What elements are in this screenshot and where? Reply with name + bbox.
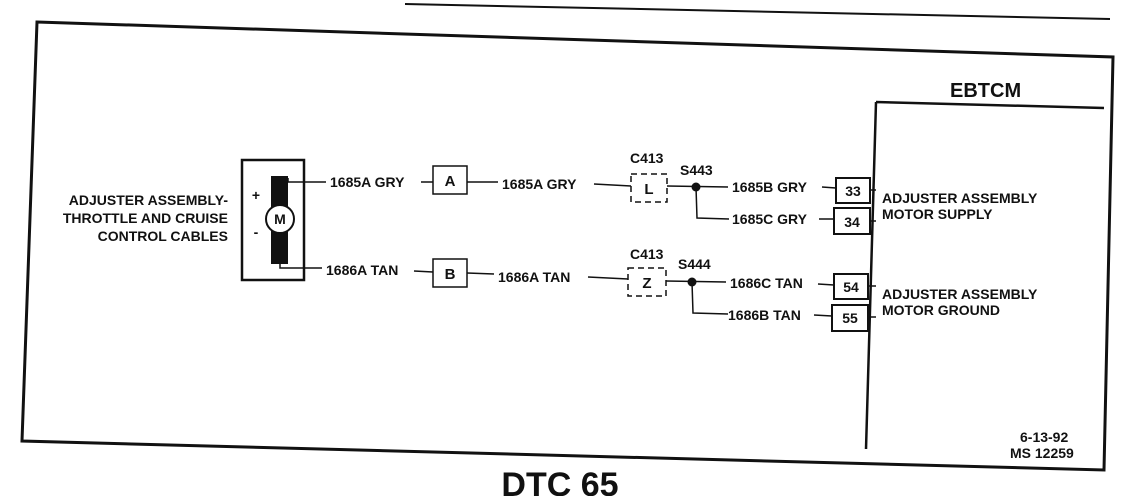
pin-33-box [835,177,871,204]
pin-55-label: 55 [842,310,858,326]
svg-text:MOTOR GROUND: MOTOR GROUND [882,302,1000,318]
pin-54-label: 54 [843,279,859,295]
motor-ground-label: ADJUSTER ASSEMBLY MOTOR GROUND [882,286,1038,318]
upper-circuit-wires [287,178,876,222]
pin-34-label: 34 [844,214,860,230]
diagram-frame [20,20,1115,472]
wire-1685a-gry-harness: 1685A GRY [502,176,577,192]
motor-plus-sign: + [252,187,260,203]
wire-1685a-gry-motor: 1685A GRY [330,174,405,190]
module-outline [864,100,1105,450]
wire-1685c-gry: 1685C GRY [732,211,808,227]
svg-text:ADJUSTER ASSEMBLY: ADJUSTER ASSEMBLY [882,190,1038,206]
connector-b-label: B [445,266,456,283]
pin-54-box [833,273,869,300]
c413-label-upper: C413 [630,150,664,166]
wire-1686a-tan-motor: 1686A TAN [326,262,398,278]
splice-s444-label: S444 [678,256,711,272]
svg-text:CONTROL CABLES: CONTROL CABLES [98,228,228,244]
c413-pin-l-label: L [644,181,653,198]
splice-s443-label: S443 [680,162,713,178]
connector-a-label: A [445,173,456,190]
motor-housing [240,158,306,282]
connector-a [432,165,468,195]
svg-text:MOTOR SUPPLY: MOTOR SUPPLY [882,206,993,222]
svg-text:THROTTLE AND CRUISE: THROTTLE AND CRUISE [63,210,228,226]
pin-33-label: 33 [845,183,861,199]
c413-label-lower: C413 [630,246,664,262]
module-title: EBTCM [950,80,1021,102]
splice-s444-dot [687,277,697,287]
motor-minus-sign: - [254,224,259,240]
c413-pin-z-label: Z [642,275,651,292]
c413-pin-z [627,267,667,297]
splice-s443-dot [691,182,701,192]
wire-1685b-gry: 1685B GRY [732,179,808,195]
motor-icon [265,204,295,234]
wire-1686b-tan: 1686B TAN [728,307,801,323]
motor-supply-label: ADJUSTER ASSEMBLY MOTOR SUPPLY [882,190,1038,222]
diagram-date: 6-13-92 [1020,429,1068,445]
c413-pin-l [630,173,668,203]
wire-1686a-tan-harness: 1686A TAN [498,269,570,285]
diagram-caption: DTC 65 [501,466,618,496]
motor-text: ADJUSTER ASSEMBLY- THROTTLE AND CRUISE C… [63,192,228,244]
diagram-reference: MS 12259 [1010,445,1074,461]
svg-text:ADJUSTER ASSEMBLY: ADJUSTER ASSEMBLY [882,286,1038,302]
top-edge-line [404,3,1111,20]
motor-symbol: M [274,211,286,227]
wire-1686c-tan: 1686C TAN [730,275,803,291]
connector-b [432,258,468,288]
pin-34-box [833,207,871,235]
pin-55-box [831,304,869,332]
svg-text:ADJUSTER ASSEMBLY-: ADJUSTER ASSEMBLY- [69,192,229,208]
